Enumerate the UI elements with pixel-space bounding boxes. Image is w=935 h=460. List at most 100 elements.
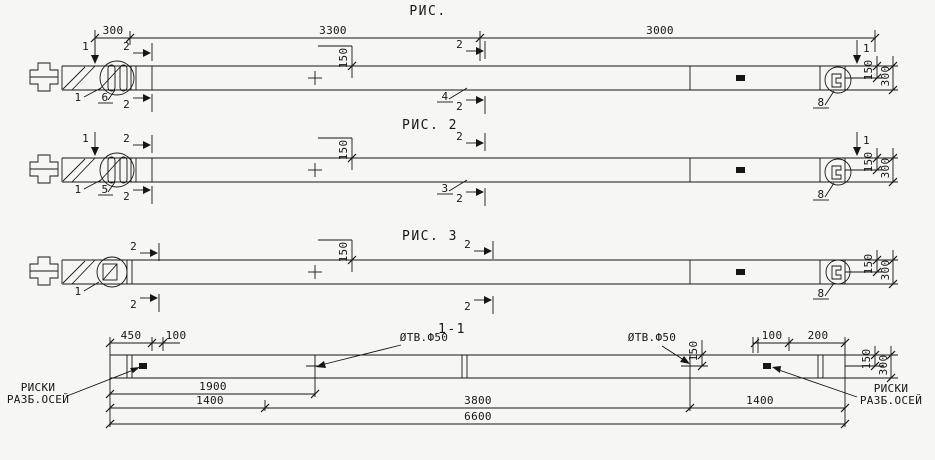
detail-bubble-right — [824, 158, 852, 186]
anchor-slot — [107, 156, 116, 184]
embed-plate-mark — [736, 75, 745, 81]
dim-3800: 3800 — [464, 394, 492, 407]
dim-100-right: 100 — [762, 329, 783, 342]
dim-450: 450 — [121, 329, 142, 342]
callout-detail-8: 8 — [818, 287, 825, 300]
callout-end-view: 1 — [75, 91, 82, 104]
figure-3-cut-mark-2-center-bottom: 2 — [464, 296, 494, 314]
svg-text:2: 2 — [464, 238, 471, 251]
axis-note-right-line2: РАЗБ.ОСЕЙ — [860, 394, 922, 407]
figure-2-title: РИС. 2 — [402, 118, 458, 133]
axis-mark-left — [139, 363, 147, 369]
figure-3-callouts: 1 8 — [75, 281, 835, 300]
dim-150-right: 150 — [862, 152, 875, 173]
figure-1-cut-mark-2-center-top: 2 — [456, 38, 486, 59]
detail-bubble-right — [824, 66, 852, 94]
svg-text:2: 2 — [456, 38, 463, 51]
svg-text:2: 2 — [456, 192, 463, 205]
section-bottom-dims: 1900 1400 3800 1400 6600 — [105, 378, 850, 429]
section-title: 1-1 — [438, 322, 466, 337]
callout-end-view: 1 — [75, 285, 82, 298]
dim-150-hole: 150 — [337, 48, 350, 69]
figure-1-beam — [61, 60, 852, 96]
figure-1-cut-mark-1-right: 1 — [853, 40, 870, 64]
axis-note-right-line1: РИСКИ — [874, 382, 909, 395]
svg-text:2: 2 — [456, 130, 463, 143]
figure-3-end-view-symbol — [29, 256, 59, 286]
section-top-right-dims: 100 200 — [750, 329, 850, 355]
callout-detail-6: 6 — [102, 91, 109, 104]
svg-text:2: 2 — [123, 132, 130, 145]
embed-plate-mark — [736, 269, 745, 275]
dim-300-right: 300 — [879, 158, 892, 179]
detail-bubble-left — [99, 152, 135, 188]
figure-2-right-dims: 150 300 — [845, 148, 898, 187]
callout-detail-8: 8 — [818, 96, 825, 109]
section-hole-note-right: ØТВ.Ф50 — [628, 331, 690, 364]
section-dim-150-hole: 150 — [687, 340, 708, 371]
figure-3-beam — [61, 256, 851, 288]
dim-150-right: 150 — [862, 254, 875, 275]
detail-bubble-left — [99, 60, 135, 96]
dim-1400-right: 1400 — [746, 394, 774, 407]
svg-text:2: 2 — [123, 190, 130, 203]
axis-mark-right — [763, 363, 771, 369]
svg-text:2: 2 — [123, 40, 130, 53]
callout-detail-8: 8 — [818, 188, 825, 201]
axis-note-left-line1: РИСКИ — [21, 381, 56, 394]
section-top-left-dims: 450 100 — [105, 329, 187, 355]
dim-150-right: 150 — [860, 349, 873, 370]
hole-label-left: ØТВ.Ф50 — [400, 331, 448, 344]
dim-3000: 3000 — [646, 24, 674, 37]
section-beam — [109, 354, 846, 379]
figure-2-cut-mark-2-center-top: 2 — [456, 130, 486, 151]
end-bracket — [831, 165, 842, 180]
callout-detail-5: 5 — [102, 183, 109, 196]
dim-1900: 1900 — [199, 380, 227, 393]
figure-1-cut-mark-2-center-bottom: 2 — [456, 96, 486, 114]
callout-end-view: 1 — [75, 183, 82, 196]
figure-2-dim-150: 150 — [318, 137, 357, 170]
anchor-slot — [119, 64, 128, 92]
end-bracket — [831, 73, 842, 88]
dim-150-hole: 150 — [337, 140, 350, 161]
figure-1-end-view-symbol — [29, 62, 59, 92]
figure-1-cut-mark-2-left-bottom: 2 — [123, 94, 153, 112]
figure-1-dim-150: 150 — [318, 45, 357, 78]
section-axis-note-left: РИСКИ РАЗБ.ОСЕЙ — [7, 367, 140, 406]
dim-100-left: 100 — [166, 329, 187, 342]
dim-150-right: 150 — [862, 60, 875, 81]
callout-detail-4: 4 — [442, 90, 449, 103]
svg-text:2: 2 — [130, 298, 137, 311]
figure-1-title: РИС. — [409, 4, 446, 19]
dim-3300: 3300 — [319, 24, 347, 37]
figure-3-dim-150: 150 — [318, 239, 357, 272]
figure-2-cut-mark-2-center-bottom: 2 — [456, 188, 486, 206]
figure-3-right-dims: 150 300 — [845, 250, 898, 289]
dim-300-right: 300 — [877, 355, 890, 376]
dim-300: 300 — [103, 24, 124, 37]
section-right-dims: 150 300 — [845, 346, 898, 383]
end-bracket — [831, 265, 842, 280]
figure-2-callouts: 1 5 3 8 — [75, 179, 835, 201]
figure-1-right-dims: 150 300 — [845, 56, 898, 95]
figure-2-cut-mark-2-left-bottom: 2 — [123, 186, 153, 204]
figure-3-title: РИС. 3 — [402, 229, 458, 244]
figure-2-cut-mark-1-right: 1 — [853, 132, 870, 156]
figure-1-callouts: 1 6 4 8 — [75, 87, 835, 109]
figure-3-cut-mark-2-center-top: 2 — [464, 238, 494, 259]
anchor-slot — [119, 156, 128, 184]
callout-detail-3: 3 — [442, 182, 449, 195]
svg-text:2: 2 — [464, 300, 471, 313]
svg-text:2: 2 — [456, 100, 463, 113]
figure-2-cut-mark-2-left-top: 2 — [123, 132, 153, 153]
svg-text:1: 1 — [82, 132, 89, 145]
figure-2: РИС. 2 1 1 2 2 2 — [29, 118, 898, 206]
figure-1: РИС. 300 3300 3000 1 1 2 — [29, 4, 898, 114]
svg-text:2: 2 — [130, 240, 137, 253]
svg-text:1: 1 — [863, 134, 870, 147]
dim-200: 200 — [808, 329, 829, 342]
dim-150-hole: 150 — [687, 341, 700, 362]
anchor-slot — [107, 64, 116, 92]
dim-150-hole: 150 — [337, 242, 350, 263]
